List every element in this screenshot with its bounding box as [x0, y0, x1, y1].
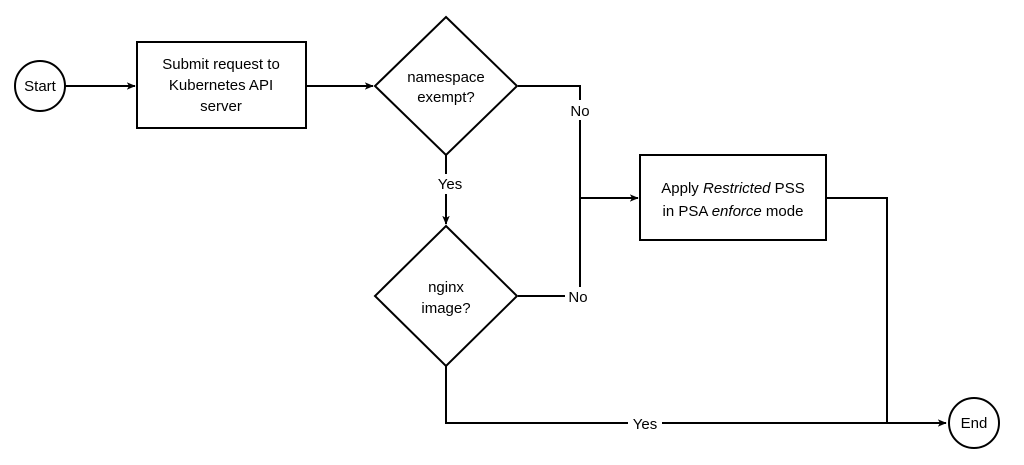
namespace-exempt-decision: namespace exempt? — [373, 15, 519, 157]
edge-namespace-no — [518, 85, 639, 202]
submit-line-1: Submit request to — [162, 56, 280, 73]
label-namespace-no: No — [566, 100, 594, 120]
edge-image-no — [518, 198, 581, 297]
apply-line-2: in PSA enforce mode — [663, 203, 804, 220]
edge-image-yes — [445, 366, 947, 427]
apply-line-1: Apply Restricted PSS — [661, 180, 804, 197]
label-namespace-yes: Yes — [431, 174, 463, 194]
start-node: Start — [14, 60, 66, 112]
svg-text:Yes: Yes — [633, 416, 657, 433]
submit-request-node: Submit request to Kubernetes API server — [136, 41, 307, 129]
image-line-1: nginx — [428, 279, 464, 296]
submit-line-3: server — [200, 98, 242, 115]
end-node: End — [948, 397, 1000, 449]
nginx-image-decision: nginx image? — [373, 224, 519, 368]
end-label: End — [961, 415, 988, 432]
label-image-yes: Yes — [628, 414, 662, 434]
namespace-line-1: namespace — [407, 69, 485, 86]
namespace-line-2: exempt? — [417, 89, 475, 106]
submit-line-2: Kubernetes API — [169, 77, 273, 94]
apply-restricted-pss-node: Apply Restricted PSS in PSA enforce mode — [639, 154, 827, 241]
label-image-no: No — [565, 287, 593, 307]
svg-text:Yes: Yes — [438, 176, 462, 193]
start-label: Start — [24, 78, 57, 95]
svg-text:No: No — [570, 103, 589, 120]
image-line-2: image? — [421, 300, 470, 317]
edge-apply-to-end — [826, 197, 888, 423]
svg-text:No: No — [568, 289, 587, 306]
